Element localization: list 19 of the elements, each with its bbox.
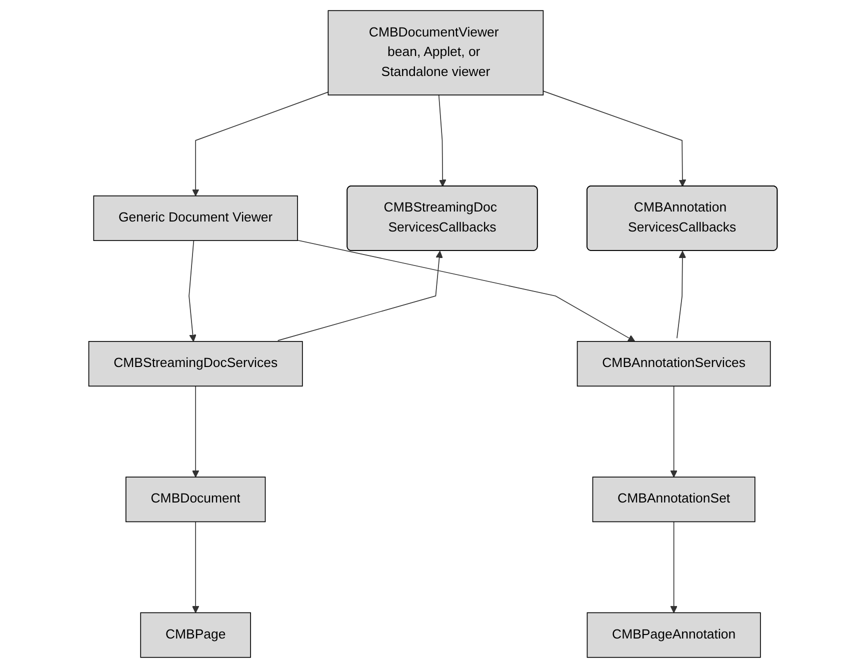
node-box: Generic Document Viewer	[93, 195, 298, 241]
node-box: CMBPage	[140, 612, 251, 658]
arrow	[670, 386, 678, 478]
node-box: CMBPageAnnotation	[586, 612, 761, 658]
arrow	[297, 240, 636, 342]
arrow	[188, 240, 196, 342]
arrow	[277, 250, 443, 341]
node-box: CMBAnnotationServices	[576, 341, 771, 387]
node-box: CMBDocumentViewer bean, Applet, or Standalone viewer	[328, 10, 544, 96]
node-box: CMBStreamingDocServices	[88, 341, 303, 387]
arrow	[676, 250, 686, 339]
node-box: CMBAnnotationSet	[592, 476, 756, 522]
arrow	[542, 90, 686, 187]
arrow	[192, 386, 200, 478]
arrow	[670, 521, 678, 614]
node-box: CMBDocument	[126, 476, 266, 522]
arrow	[438, 94, 446, 187]
arrow	[192, 92, 329, 196]
arrow	[192, 521, 200, 614]
